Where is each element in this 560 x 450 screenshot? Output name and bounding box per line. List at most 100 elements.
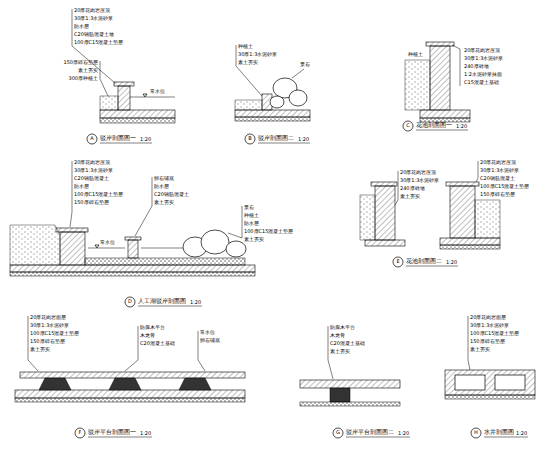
material-note: 100厚C15混凝土垫层 (480, 184, 529, 189)
drawing-circle (403, 121, 413, 131)
drawing-rect (10, 272, 255, 276)
drawing-line (138, 306, 202, 307)
material-note: 100厚C15混凝土垫层 (30, 331, 79, 336)
material-note: C20钢筋混凝土 (154, 192, 189, 197)
material-note: 种植土 (238, 44, 253, 49)
drawing-line (416, 130, 468, 131)
section-letter: B (248, 136, 251, 141)
drawing-ellipse (201, 230, 229, 254)
section-title: 人工湖驳岸剖面图 (138, 298, 186, 304)
material-note: 景石 (244, 205, 254, 210)
material-note: 1:20 (516, 431, 527, 436)
material-note: 素土夯实 (30, 347, 50, 352)
material-note: 常水位 (200, 330, 215, 335)
section-detail (360, 161, 500, 267)
material-note: C20钢筋混凝土 (480, 176, 515, 181)
drawing-path (228, 206, 242, 238)
drawing-rect (440, 245, 500, 249)
section-letter: F (79, 430, 82, 435)
material-note: 1:2水泥砂浆抹面 (464, 72, 502, 77)
drawing-rect (100, 110, 175, 118)
drawing-rect (455, 375, 485, 390)
material-note: 景石 (300, 62, 310, 67)
drawing-rect (360, 195, 375, 240)
material-note: 100厚C15混凝土垫层 (74, 40, 123, 45)
material-note: 1:20 (298, 137, 309, 142)
drawing-path (198, 331, 205, 371)
drawing-rect (125, 237, 141, 240)
drawing-circle (125, 297, 135, 307)
material-note: 常水位 (150, 89, 165, 94)
material-note: 素土夯实 (244, 237, 264, 242)
section-letter: E (396, 259, 399, 264)
drawing-rect (60, 232, 85, 265)
drawing-path (72, 9, 115, 83)
drawing-path (109, 378, 141, 390)
material-note: 素土夯实 (238, 60, 258, 65)
drawing-path (100, 61, 108, 96)
drawing-rect (445, 370, 535, 395)
material-note: 卵石铺底 (154, 176, 174, 181)
section-letter: C (406, 123, 410, 128)
material-note: 防水层 (74, 24, 89, 29)
drawing-rect (15, 398, 245, 402)
drawing-rect (375, 186, 395, 240)
drawing-rect (446, 182, 479, 186)
drawing-line (346, 437, 410, 438)
drawing-path (476, 161, 478, 182)
material-note: 素土夯实 (78, 68, 98, 73)
material-note: 种植土 (408, 52, 423, 57)
material-note: 20厚花岗岩压顶 (74, 160, 110, 165)
material-note: 30厚1:3水泥砂浆 (400, 178, 439, 183)
material-note: 30厚1:3水泥砂浆 (30, 323, 69, 328)
drawing-rect (85, 258, 245, 265)
material-note: 1:20 (140, 431, 151, 436)
section-detail (10, 161, 255, 307)
drawing-path (179, 378, 211, 390)
drawing-rect (405, 60, 430, 110)
drawing-rect (330, 388, 350, 402)
material-note: 20厚花岗岩面层 (30, 315, 66, 320)
section-detail (300, 326, 410, 438)
drawing-rect (235, 100, 262, 110)
drawing-rect (445, 395, 535, 399)
drawing-rect (235, 117, 310, 121)
material-note: 种植土 (244, 213, 259, 218)
material-note: 素土夯实 (154, 200, 174, 205)
drawing-line (406, 266, 458, 267)
material-note: 30厚1:3水泥砂浆 (480, 168, 519, 173)
material-note: 防水层 (154, 184, 169, 189)
material-note: 30厚1:3水泥砂浆 (238, 52, 277, 57)
material-note: 150厚碎石垫层 (480, 192, 515, 197)
section-title: 驳岸剖面图一 (100, 135, 136, 141)
material-note: 1:20 (140, 137, 151, 142)
drawing-path (292, 69, 304, 78)
material-note: 30厚1:3水泥砂浆 (74, 16, 113, 21)
material-note: 卵石铺底 (200, 338, 220, 343)
section-title: 花池剖面图一 (416, 122, 452, 128)
material-note: 150厚碎石垫层 (30, 339, 65, 344)
material-note: 1:20 (446, 260, 457, 265)
drawing-path (143, 94, 147, 97)
drawing-rect (128, 240, 138, 258)
drawing-rect (430, 46, 450, 110)
drawing-path (468, 316, 470, 370)
section-detail (235, 45, 310, 144)
section-title: 驳岸剖面图二 (258, 135, 294, 141)
material-note: 防腐木平台 (330, 325, 355, 330)
material-note: 素土夯实 (470, 347, 490, 352)
material-note: C20混凝土基础 (330, 341, 365, 346)
drawing-rect (365, 240, 405, 246)
material-note: 100厚C15混凝土垫层 (74, 192, 123, 197)
material-note: 木龙骨 (330, 333, 345, 338)
material-note: C20钢筋混凝土 (74, 176, 109, 181)
drawing-rect (114, 82, 134, 86)
drawing-rect (15, 390, 245, 398)
material-note: 100厚C15混凝土垫层 (244, 229, 293, 234)
drawing-path (135, 177, 152, 236)
material-note: 150厚碎石垫层 (63, 60, 98, 65)
material-note: 1:20 (398, 431, 409, 436)
drawing-line (258, 143, 310, 144)
material-note: 1:20 (190, 300, 201, 305)
drawing-rect (475, 200, 500, 238)
